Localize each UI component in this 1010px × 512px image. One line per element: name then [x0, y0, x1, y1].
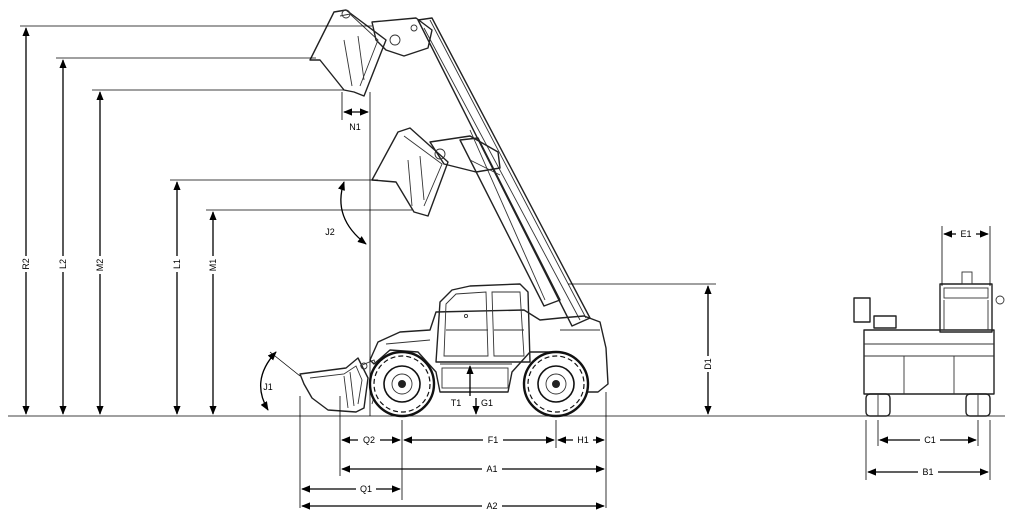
label-b1: B1	[922, 467, 933, 477]
dimension-lines	[22, 27, 989, 510]
label-d1: D1	[703, 358, 713, 370]
label-c1: C1	[924, 435, 936, 445]
label-g1: G1	[481, 398, 493, 408]
label-h1: H1	[577, 435, 589, 445]
front-wheel	[368, 350, 436, 418]
label-t1: T1	[451, 398, 462, 408]
dim-arc-j1	[260, 351, 277, 411]
label-r2: R2	[21, 258, 31, 270]
label-m1: M1	[208, 259, 218, 272]
cab	[435, 283, 531, 363]
bucket-position-top	[309, 9, 387, 97]
label-j1: J1	[263, 382, 273, 392]
label-l1: L1	[172, 259, 182, 269]
dim-arc-j2	[337, 181, 367, 245]
front-view-machine	[853, 271, 1005, 417]
bucket-lowered	[299, 357, 381, 413]
extension-lines	[20, 25, 991, 508]
boom-middle	[429, 135, 561, 307]
label-n1: N1	[349, 122, 361, 132]
label-f1: F1	[488, 435, 499, 445]
label-e1: E1	[960, 229, 971, 239]
label-m2: M2	[95, 259, 105, 272]
label-q1: Q1	[360, 484, 372, 494]
boom-raised	[371, 17, 591, 327]
side-view-machine	[299, 9, 609, 418]
rear-wheel	[522, 350, 590, 418]
dimension-labels: R2 L2 M2 L1 M1 D1 N1 J2 J1 T1 G1 Q2 F1 H…	[21, 122, 976, 512]
label-a2: A2	[486, 501, 497, 511]
label-q2: Q2	[363, 435, 375, 445]
chassis	[369, 309, 609, 393]
label-l2: L2	[58, 259, 68, 269]
label-j2: J2	[325, 227, 335, 237]
label-a1: A1	[486, 464, 497, 474]
